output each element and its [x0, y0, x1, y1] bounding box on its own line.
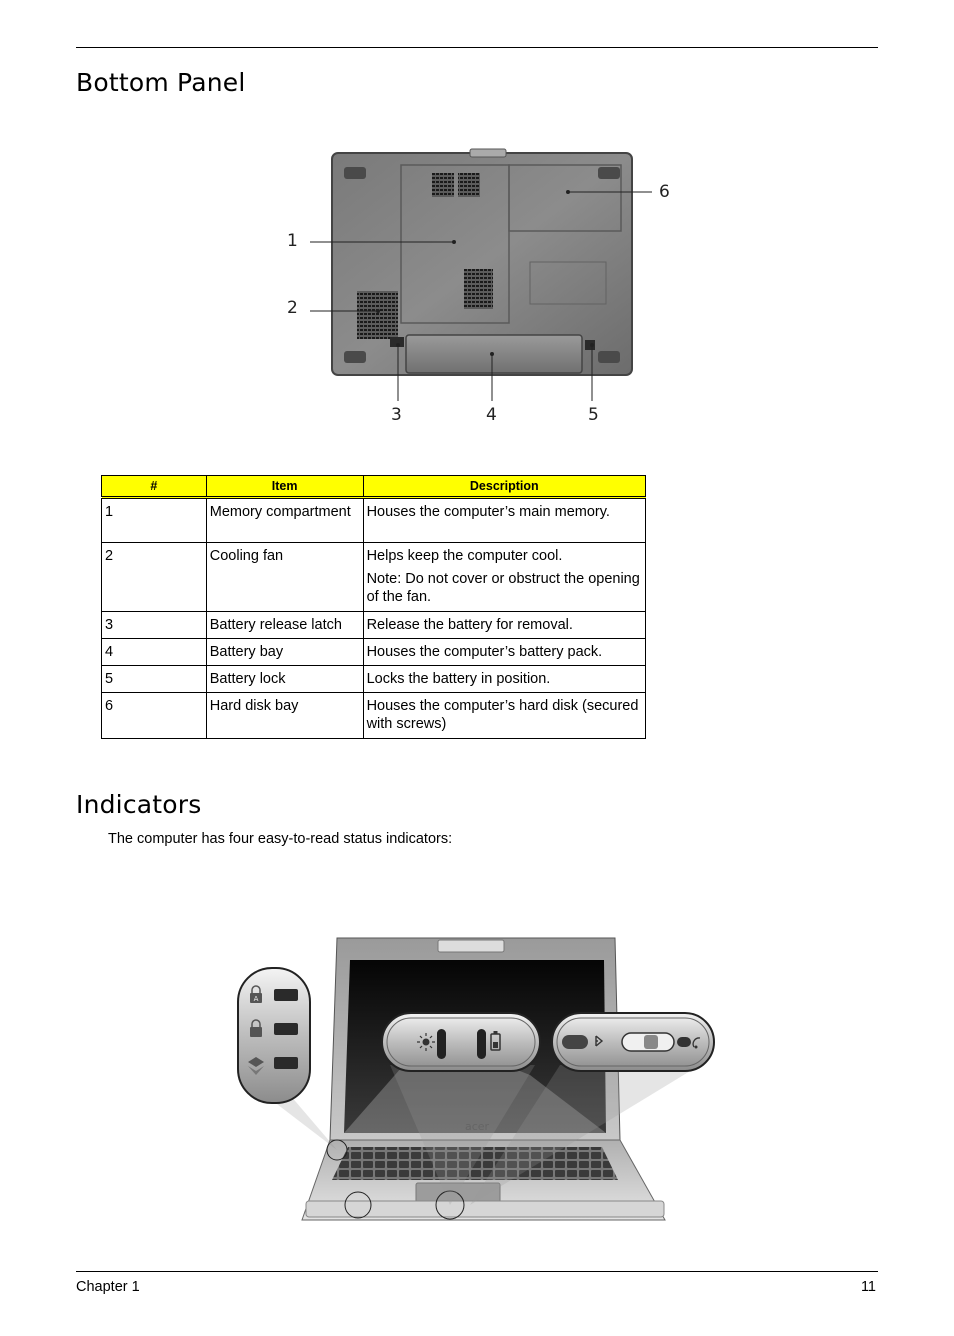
battery-release-latch — [390, 337, 404, 347]
description-line: Houses the computer’s main memory. — [366, 504, 610, 520]
memory-vent — [464, 269, 493, 309]
power-icon — [417, 1033, 435, 1051]
callout-6: 6 — [659, 182, 670, 202]
cell-description: Houses the computer’s battery pack. — [362, 638, 647, 666]
cell-description: Helps keep the computer cool. Note: Do n… — [362, 542, 647, 612]
cell-number: 5 — [101, 665, 207, 693]
cell-number: 1 — [101, 497, 207, 543]
header-item: Item — [205, 475, 364, 499]
battery-icon — [490, 1031, 501, 1051]
cell-item: Hard disk bay — [205, 692, 364, 739]
power-battery-callout — [381, 1012, 541, 1072]
header-number: # — [101, 475, 207, 499]
battery-led — [477, 1029, 486, 1059]
footer-chapter: Chapter 1 — [76, 1279, 140, 1295]
description-note: Note: Do not cover or obstruct the openi… — [366, 571, 640, 605]
callout-1: 1 — [287, 231, 298, 251]
top-vent — [432, 173, 454, 197]
lock-indicators-callout: A — [237, 967, 311, 1104]
brand-logo: acer — [465, 1120, 490, 1133]
table-row: 2 Cooling fan Helps keep the computer co… — [101, 542, 647, 612]
table-row: 1 Memory compartment Houses the computer… — [101, 497, 647, 543]
table-row: 4 Battery bay Houses the computer’s batt… — [101, 638, 647, 666]
power-led — [437, 1029, 446, 1059]
caps-lock-icon: A — [250, 985, 262, 1003]
cell-number: 6 — [101, 692, 207, 739]
scroll-lock-icon — [248, 1057, 264, 1075]
callout-5: 5 — [588, 405, 599, 425]
description-line: Houses the computer’s battery pack. — [366, 644, 603, 660]
footer-rule — [76, 1271, 878, 1272]
header-rule — [76, 47, 878, 48]
cell-item: Battery release latch — [205, 611, 364, 639]
cell-number: 2 — [101, 542, 207, 612]
table-row: 5 Battery lock Locks the battery in posi… — [101, 665, 647, 693]
section-title-bottom-panel: Bottom Panel — [76, 68, 246, 97]
memory-compartment — [400, 164, 510, 324]
bottom-panel-figure — [310, 148, 652, 401]
description-line: Houses the computer’s hard disk (secured… — [366, 698, 639, 732]
section-title-indicators: Indicators — [76, 790, 202, 819]
table-row: 6 Hard disk bay Houses the computer’s ha… — [101, 692, 647, 739]
wireless-icon — [692, 1037, 701, 1049]
cell-item: Memory compartment — [205, 497, 364, 543]
wireless-callout — [551, 1012, 715, 1072]
callout-4: 4 — [486, 405, 497, 425]
bottom-panel-table: # Item Description 1 Memory compartment … — [101, 475, 647, 739]
footer-page-number: 11 — [860, 1279, 876, 1295]
cell-number: 4 — [101, 638, 207, 666]
cell-description: Locks the battery in position. — [362, 665, 647, 693]
cell-item: Battery lock — [205, 665, 364, 693]
num-lock-icon — [250, 1019, 262, 1037]
cell-description: Houses the computer’s hard disk (secured… — [362, 692, 647, 739]
cooling-fan-vent — [357, 291, 398, 339]
cell-number: 3 — [101, 611, 207, 639]
description-line: Helps keep the computer cool. — [366, 548, 563, 564]
callout-3: 3 — [391, 405, 402, 425]
cell-item: Cooling fan — [205, 542, 364, 612]
hdd-bay — [508, 164, 622, 232]
table-header-row: # Item Description — [101, 475, 647, 499]
keyboard — [332, 1147, 618, 1180]
bluetooth-icon — [595, 1035, 604, 1047]
callout-2: 2 — [287, 298, 298, 318]
indicators-figure: acer A — [237, 937, 715, 1221]
table-row: 3 Battery release latch Release the batt… — [101, 611, 647, 639]
header-description: Description — [362, 475, 647, 499]
description-line: Locks the battery in position. — [366, 671, 551, 687]
cell-description: Release the battery for removal. — [362, 611, 647, 639]
svg-text:A: A — [254, 995, 259, 1003]
cell-description: Houses the computer’s main memory. — [362, 497, 647, 543]
cell-item: Battery bay — [205, 638, 364, 666]
description-line: Release the battery for removal. — [366, 617, 573, 633]
indicators-intro: The computer has four easy-to-read statu… — [108, 831, 453, 847]
